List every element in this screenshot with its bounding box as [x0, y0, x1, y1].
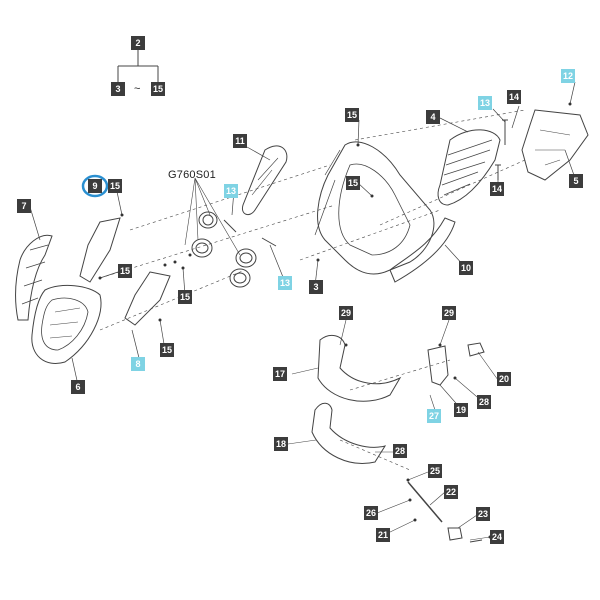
range-tilde: ~ [134, 83, 141, 95]
callout-28[interactable]: 28 [393, 444, 407, 458]
callout-15[interactable]: 15 [345, 108, 359, 122]
callout-25[interactable]: 25 [428, 464, 442, 478]
callout-15[interactable]: 15 [178, 290, 192, 304]
callout-13[interactable]: 13 [478, 96, 492, 110]
callout-14[interactable]: 14 [507, 90, 521, 104]
callout-13[interactable]: 13 [278, 276, 292, 290]
callout-15[interactable]: 15 [160, 343, 174, 357]
selection-ring [81, 174, 109, 198]
part-5-cover [521, 109, 589, 181]
callout-21[interactable]: 21 [376, 528, 390, 542]
callout-6[interactable]: 6 [71, 380, 85, 394]
part-6-housing [31, 284, 102, 364]
callout-26[interactable]: 26 [364, 506, 378, 520]
callout-8[interactable]: 8 [131, 357, 145, 371]
callout-20[interactable]: 20 [497, 372, 511, 386]
callout-9[interactable]: 9 [88, 179, 102, 193]
callout-15[interactable]: 15 [346, 176, 360, 190]
callout-3[interactable]: 3 [111, 82, 125, 96]
callout-2[interactable]: 2 [131, 36, 145, 50]
callout-15[interactable]: 15 [118, 264, 132, 278]
callout-15[interactable]: 15 [108, 179, 122, 193]
callout-12[interactable]: 12 [561, 69, 575, 83]
part-19-bracket [427, 345, 449, 386]
part-18-cover [311, 402, 387, 464]
part-20-clip [467, 342, 485, 357]
part-7-shell [15, 234, 53, 321]
callout-29[interactable]: 29 [442, 306, 456, 320]
callout-18[interactable]: 18 [274, 437, 288, 451]
callout-29[interactable]: 29 [339, 306, 353, 320]
callout-28[interactable]: 28 [477, 395, 491, 409]
callout-17[interactable]: 17 [273, 367, 287, 381]
callout-27[interactable]: 27 [427, 409, 441, 423]
callout-11[interactable]: 11 [233, 134, 247, 148]
callout-3[interactable]: 3 [309, 280, 323, 294]
part-17-cover [317, 334, 402, 402]
model-code: G760S01 [168, 169, 216, 181]
part-3-front-frame [317, 141, 435, 275]
callout-14[interactable]: 14 [490, 182, 504, 196]
callout-10[interactable]: 10 [459, 261, 473, 275]
part-10-trim [389, 217, 456, 283]
callout-23[interactable]: 23 [476, 507, 490, 521]
callout-13[interactable]: 13 [224, 184, 238, 198]
part-8-panel [124, 271, 171, 326]
callout-5[interactable]: 5 [569, 174, 583, 188]
part-9-panel [79, 217, 121, 283]
callout-24[interactable]: 24 [490, 530, 504, 544]
callout-4[interactable]: 4 [426, 110, 440, 124]
part-11-strip [241, 145, 288, 216]
callout-19[interactable]: 19 [454, 403, 468, 417]
callout-22[interactable]: 22 [444, 485, 458, 499]
part-4-grille [437, 129, 501, 206]
callout-15[interactable]: 15 [151, 82, 165, 96]
range-bracket [117, 50, 159, 82]
callout-7[interactable]: 7 [17, 199, 31, 213]
